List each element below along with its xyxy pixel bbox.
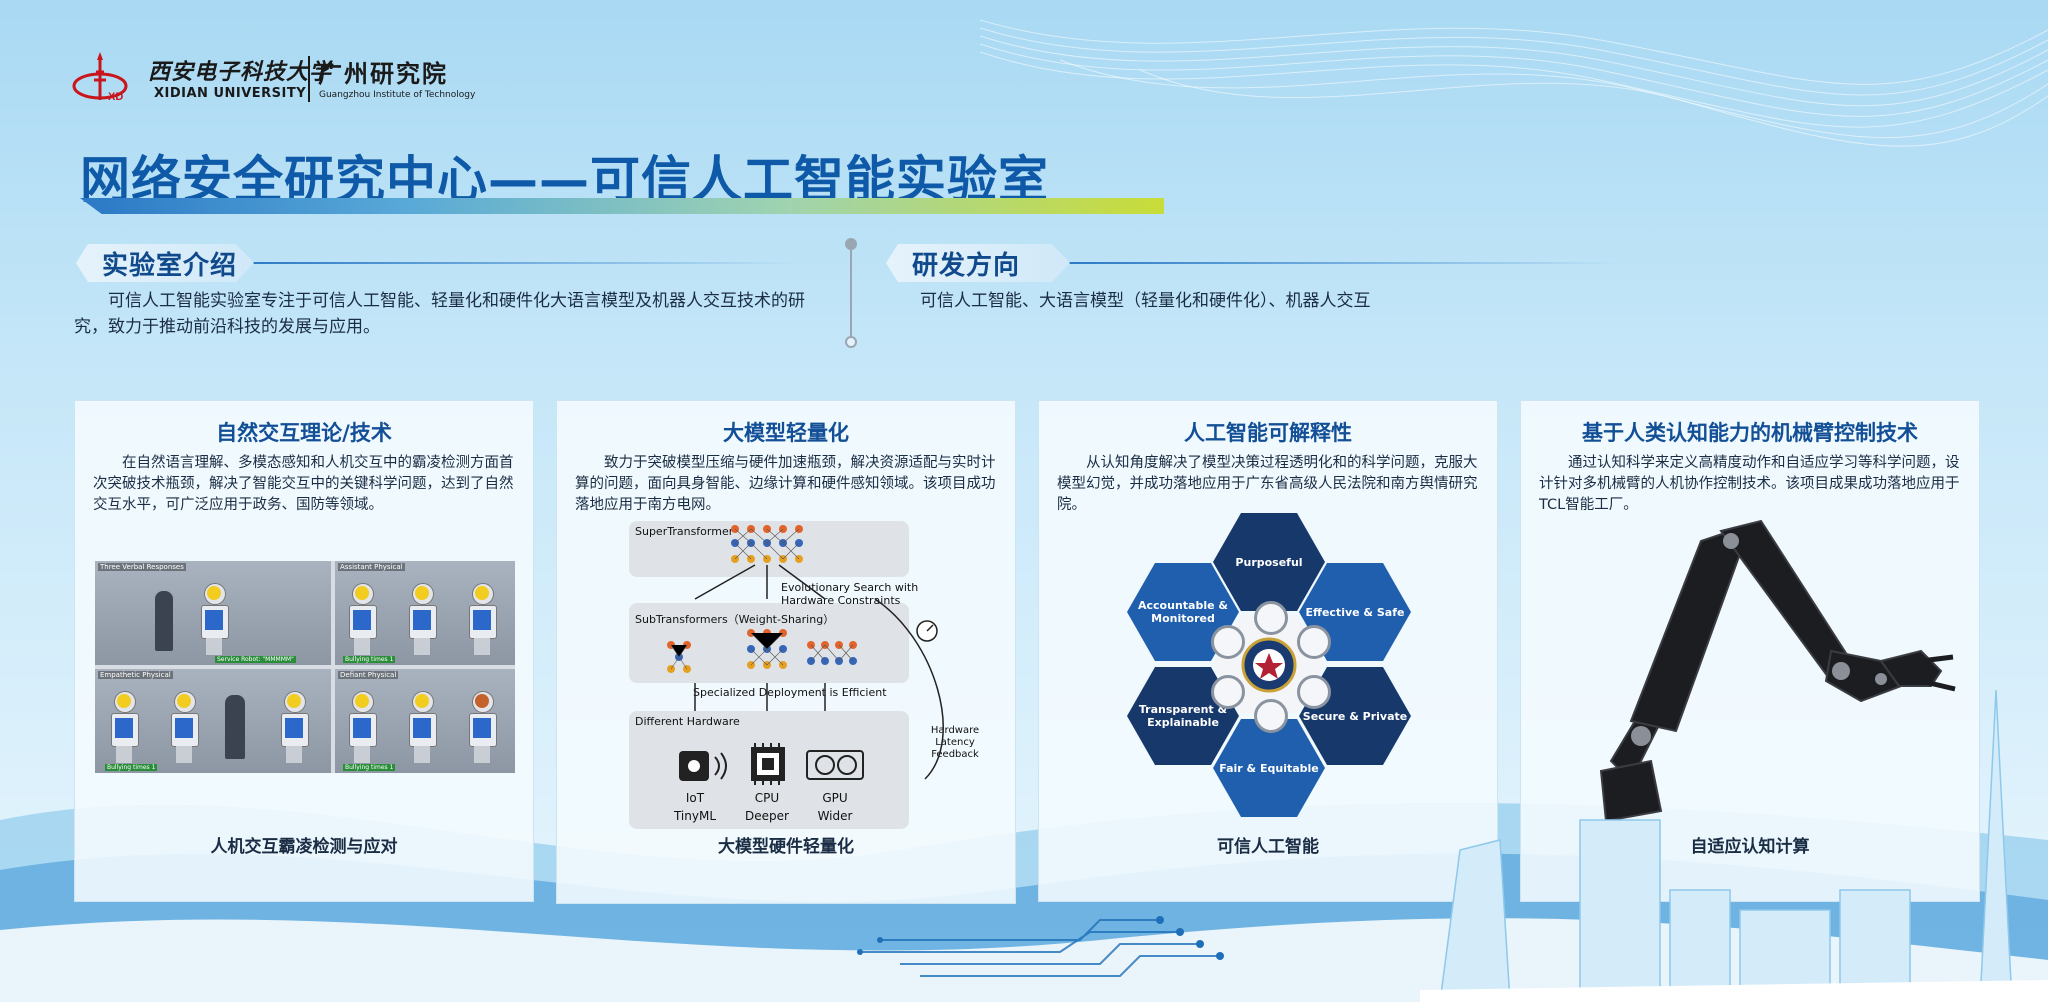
mesh-decoration <box>980 19 2048 147</box>
card-caption: 自适应认知计算 <box>1690 837 1810 857</box>
direction-tag-label: 研发方向 <box>912 250 1021 281</box>
iot-icon <box>679 751 727 781</box>
institute-name-en: Guangzhou Institute of Technology <box>319 90 476 100</box>
card-title: 自然交互理论/技术 <box>216 421 392 445</box>
trustworthy-ai-hexagons: Purposeful Accountable & Monitored Effec… <box>1109 513 1429 823</box>
skyline-decoration <box>1420 690 2048 1002</box>
panel-label: Empathetic Physical <box>98 671 173 679</box>
target-icon <box>1254 601 1288 635</box>
monitor-icon <box>1211 625 1245 659</box>
device-name: IoT <box>685 791 705 805</box>
seal-icon <box>1241 637 1297 693</box>
emblem-text: XD <box>108 91 123 103</box>
section-divider <box>850 244 852 342</box>
shield-icon <box>1297 625 1331 659</box>
school-name-en: XIDIAN UNIVERSITY <box>154 86 307 101</box>
latency-feedback-label: Hardware Latency Feedback <box>930 725 980 760</box>
device-desc: TinyML <box>673 809 717 823</box>
device-name: CPU <box>754 791 780 805</box>
card-description: 从认知角度解决了模型决策过程透明化和的科学问题，克服大模型幻觉，并成功落地应用于… <box>1057 455 1478 513</box>
lock-icon <box>1297 675 1331 709</box>
card-description: 通过认知科学来定义高精度动作和自适应学习等科学问题，设计针对多机械臂的人机协作控… <box>1539 455 1960 513</box>
robot-panel: Defiant Physical Bullying times 1 <box>335 669 515 773</box>
robot-panel: Empathetic Physical Bullying times 1 <box>95 669 331 773</box>
panel-label: Three Verbal Responses <box>98 563 186 571</box>
subtransformers-label: SubTransformers（Weight-Sharing） <box>635 613 835 626</box>
logo-divider <box>308 56 310 102</box>
card-model-lightweight: 大模型轻量化 致力于突破模型压缩与硬件加速瓶颈，解决资源适配与实时计算的问题，面… <box>556 400 1016 904</box>
robot-figure <box>199 583 229 655</box>
intro-tag-label: 实验室介绍 <box>102 250 238 281</box>
card-description: 致力于突破模型压缩与硬件加速瓶颈，解决资源适配与实时计算的问题，面向具身智能、边… <box>575 455 996 513</box>
card-caption: 可信人工智能 <box>1217 837 1319 857</box>
supertransformer-diagram: SuperTransformer SubTransformers（Weight-… <box>575 519 999 831</box>
direction-tag: 研发方向 <box>886 244 1070 282</box>
diagram-graphics <box>667 525 944 785</box>
school-name-cn: 西安电子科技大学 <box>148 59 333 85</box>
gpu-icon <box>806 750 864 780</box>
intro-tag: 实验室介绍 <box>76 244 254 282</box>
divider-dot-top <box>845 238 857 250</box>
device-desc: Deeper <box>745 809 789 823</box>
supertransformer-label: SuperTransformer <box>635 525 734 538</box>
intro-text: 可信人工智能实验室专注于可信人工智能、轻量化和硬件化大语言模型及机器人交互技术的… <box>74 291 805 337</box>
card-title: 基于人类认知能力的机械臂控制技术 <box>1582 421 1918 445</box>
people-icon <box>1254 699 1288 733</box>
logo: XD 西安电子科技大学 XIDIAN UNIVERSITY 广州研究院 Guan… <box>70 52 490 108</box>
robot-panel: Assistant Physical Bullying times 1 <box>335 561 515 665</box>
robot-panel: Three Verbal Responses Service Robot: "M… <box>95 561 331 665</box>
hardware-label: Different Hardware <box>635 715 740 728</box>
panel-label: Assistant Physical <box>338 563 405 571</box>
direction-text: 可信人工智能、大语言模型（轻量化和硬件化）、机器人交互 <box>920 291 1371 311</box>
panel-label: Defiant Physical <box>338 671 399 679</box>
device-desc: Wider <box>817 809 853 823</box>
panel-tag: Bullying times 1 <box>105 764 158 771</box>
card-title: 人工智能可解释性 <box>1184 421 1352 445</box>
robotic-arm-image <box>1599 519 1956 823</box>
divider-dot-bottom <box>845 336 857 348</box>
direction-tag-line <box>1060 262 1620 264</box>
card-natural-interaction: 自然交互理论/技术 在自然语言理解、多模态感知和人机交互中的霸凌检测方面首次突破… <box>74 400 534 902</box>
card-caption: 大模型硬件轻量化 <box>718 837 854 857</box>
person-figure <box>155 591 173 651</box>
card-description: 在自然语言理解、多模态感知和人机交互中的霸凌检测方面首次突破技术瓶颈，解决了智能… <box>93 455 514 513</box>
cpu-icon <box>751 743 785 785</box>
robot-bullying-image: Three Verbal Responses Service Robot: "M… <box>95 561 515 773</box>
document-icon <box>1211 675 1245 709</box>
card-explainability: 人工智能可解释性 从认知角度解决了模型决策过程透明化和的科学问题，克服大模型幻觉… <box>1038 400 1498 902</box>
deployment-label: Specialized Deployment is Efficient <box>693 686 887 699</box>
card-caption: 人机交互霸凌检测与应对 <box>210 837 398 857</box>
hex-fair: Fair & Equitable <box>1213 719 1325 817</box>
title-underline-bar <box>80 198 1164 214</box>
evolutionary-search-label: Evolutionary Search with Hardware Constr… <box>781 581 919 607</box>
institute-name-cn: 广州研究院 <box>318 60 448 88</box>
panel-tag: Service Robot: "MMMMM" <box>215 656 296 663</box>
panel-tag: Bullying times 1 <box>343 656 396 663</box>
panel-tag: Bullying times 1 <box>343 764 396 771</box>
xidian-emblem-icon: XD <box>72 52 128 103</box>
intro-tag-line <box>240 262 800 264</box>
card-title: 大模型轻量化 <box>723 421 849 445</box>
card-robotic-arm: 基于人类认知能力的机械臂控制技术 通过认知科学来定义高精度动作和自适应学习等科学… <box>1520 400 1980 902</box>
device-name: GPU <box>822 791 848 805</box>
